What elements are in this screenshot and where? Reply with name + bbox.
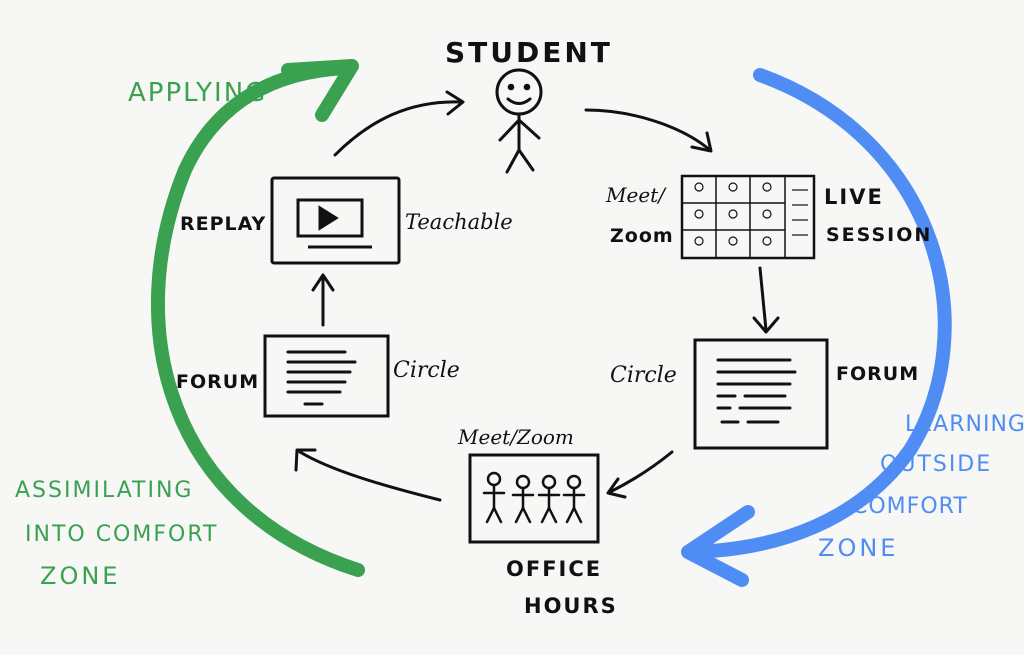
replay-screen-icon <box>270 176 401 265</box>
replay-label: REPLAY <box>180 213 267 235</box>
student-label: STUDENT <box>445 36 613 69</box>
learning-line-4: ZONE <box>818 534 899 562</box>
assimilating-line-3: ZONE <box>40 562 121 590</box>
forum-right-icon <box>693 338 829 450</box>
learning-line-2: OUTSIDE <box>880 452 993 477</box>
hours-label: HOURS <box>524 594 618 618</box>
live-session-grid-icon <box>680 174 816 260</box>
assimilating-line-1: ASSIMILATING <box>15 478 194 503</box>
green-cycle-arrow <box>151 59 365 577</box>
forum-right-label: FORUM <box>836 363 920 385</box>
session-label: SESSION <box>826 224 933 246</box>
forum-left-icon <box>263 334 390 418</box>
learning-line-1: LEARNING <box>905 412 1024 437</box>
office-label: OFFICE <box>506 557 603 581</box>
live-label: LIVE <box>824 185 884 209</box>
meet-zoom-left-line-1: Meet/ <box>606 183 665 207</box>
applying-label: APPLYING <box>128 78 268 108</box>
flow-arrows <box>294 90 780 502</box>
blue-cycle-arrow <box>681 68 952 587</box>
student-figure <box>495 68 543 174</box>
office-hours-icon <box>468 453 600 544</box>
learning-line-3: COMFORT <box>852 494 968 519</box>
forum-left-label: FORUM <box>176 371 260 393</box>
circle-left-label: Circle <box>393 358 460 383</box>
circle-right-label: Circle <box>610 363 677 388</box>
meet-zoom-bottom-label: Meet/Zoom <box>458 425 574 449</box>
meet-zoom-left-line-2: Zoom <box>610 225 674 247</box>
assimilating-line-2: INTO COMFORT <box>25 522 219 547</box>
teachable-label: Teachable <box>405 210 513 234</box>
